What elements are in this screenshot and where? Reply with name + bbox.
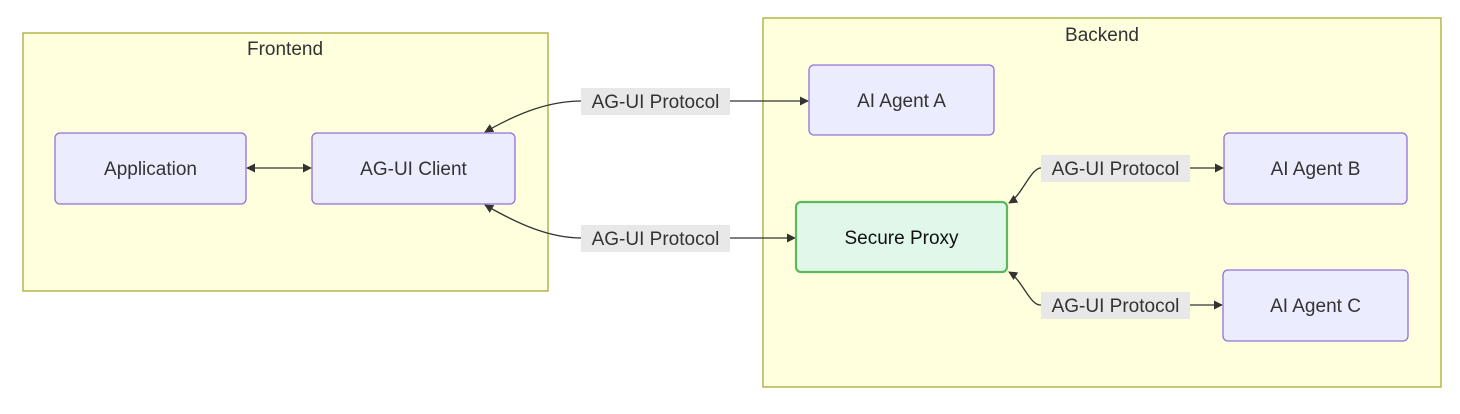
edge-proxy-agent-b: [1008, 163, 1224, 204]
edge-labels: AG-UI Protocol AG-UI Protocol AG-UI Prot…: [581, 88, 1190, 319]
node-ag-ui-client-label: AG-UI Client: [360, 159, 467, 180]
edge-label-client-proxy: AG-UI Protocol: [581, 225, 730, 252]
frontend-cluster-title: Frontend: [247, 39, 323, 60]
edge-proxy-agent-c: [1008, 271, 1223, 310]
node-ai-agent-a: AI Agent A: [808, 64, 995, 136]
node-application: Application: [54, 132, 247, 205]
edge-label-proxy-agent-c: AG-UI Protocol: [1041, 292, 1190, 319]
edge-label-text: AG-UI Protocol: [592, 92, 720, 113]
node-ag-ui-client: AG-UI Client: [311, 132, 516, 205]
node-ai-agent-c: AI Agent C: [1222, 269, 1409, 342]
node-ai-agent-a-label: AI Agent A: [857, 91, 946, 112]
node-secure-proxy: Secure Proxy: [794, 200, 1009, 274]
node-ai-agent-b: AI Agent B: [1223, 132, 1408, 205]
node-ai-agent-c-label: AI Agent C: [1270, 296, 1361, 317]
edge-label-text: AG-UI Protocol: [592, 229, 720, 250]
backend-cluster-title: Backend: [1065, 25, 1139, 46]
edge-label-proxy-agent-b: AG-UI Protocol: [1041, 155, 1190, 182]
node-application-label: Application: [104, 159, 197, 180]
edge-label-text: AG-UI Protocol: [1052, 296, 1180, 317]
edge-label-text: AG-UI Protocol: [1052, 159, 1180, 180]
node-secure-proxy-label: Secure Proxy: [844, 228, 959, 249]
node-ai-agent-b-label: AI Agent B: [1271, 159, 1361, 180]
edge-label-client-agent-a: AG-UI Protocol: [581, 88, 730, 115]
